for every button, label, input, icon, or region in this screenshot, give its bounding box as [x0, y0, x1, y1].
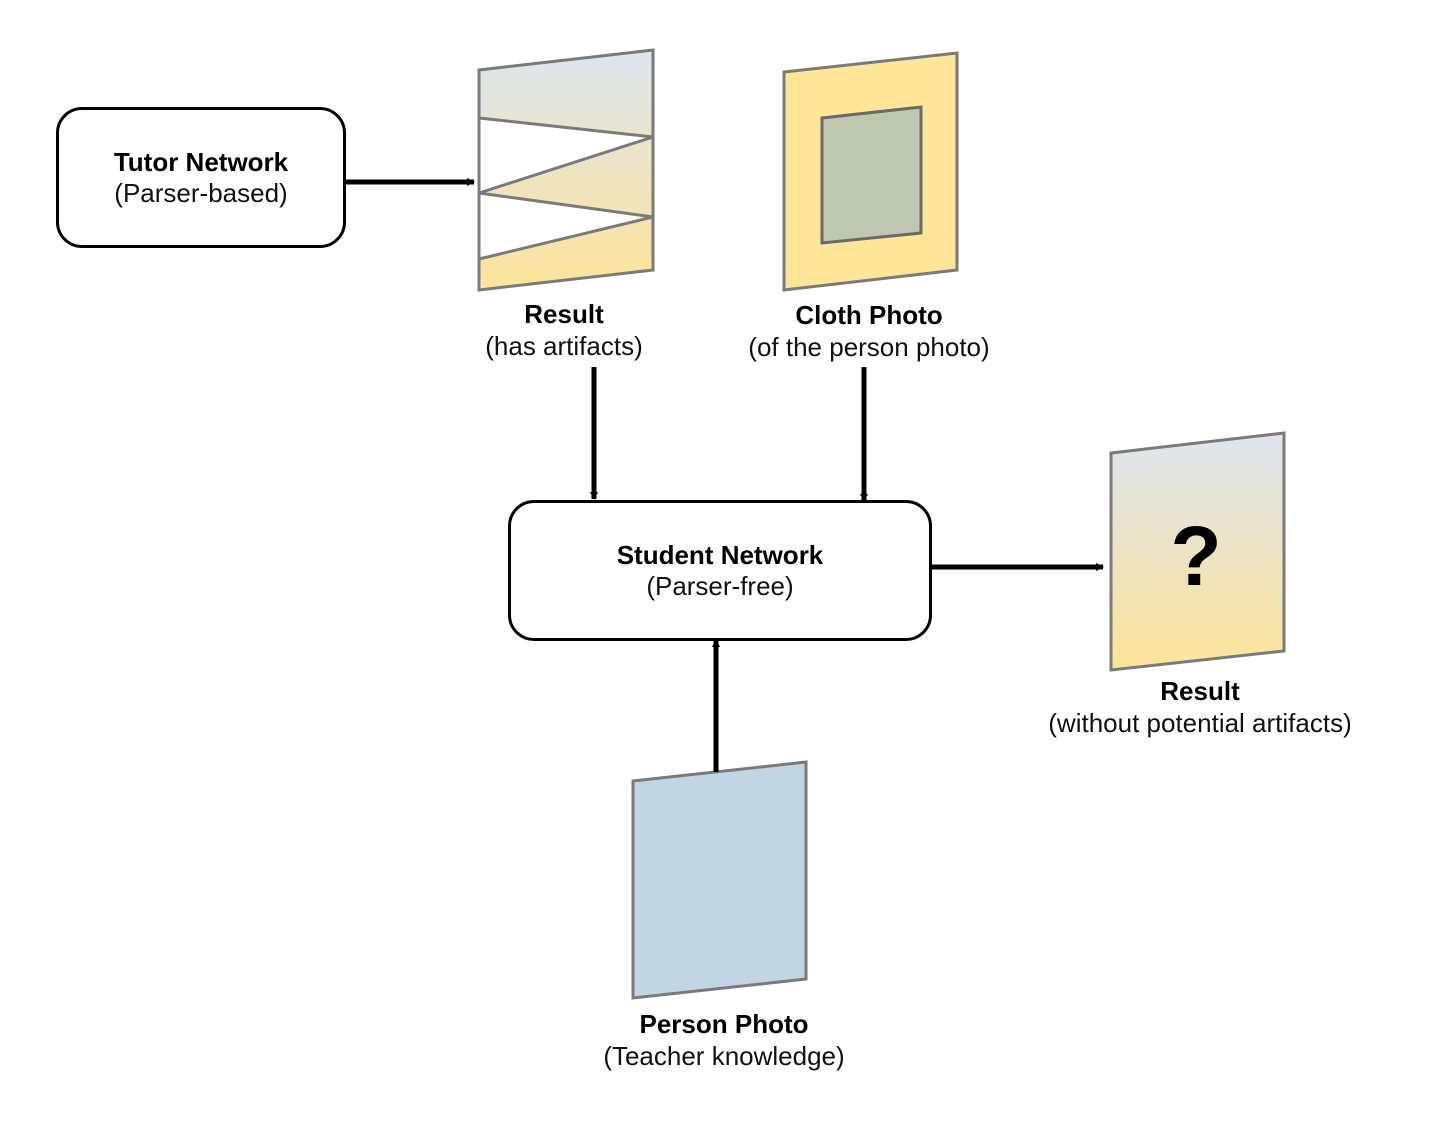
tutor-result-image: [477, 48, 655, 292]
question-mark: ?: [1170, 509, 1222, 603]
person-photo-subtitle: (Teacher knowledge): [603, 1041, 845, 1071]
final-result-subtitle: (without potential artifacts): [1048, 708, 1352, 738]
cloth-photo-label: Cloth Photo (of the person photo): [719, 299, 1019, 363]
person-photo-title: Person Photo: [639, 1009, 809, 1039]
student-network-subtitle: (Parser-free): [646, 570, 794, 601]
person-photo-image: [631, 760, 808, 1000]
student-network-box: Student Network (Parser-free): [508, 500, 932, 641]
tutor-result-title: Result: [524, 299, 604, 329]
final-result-title: Result: [1160, 676, 1240, 706]
tutor-result-label: Result (has artifacts): [444, 298, 684, 362]
tutor-network-box: Tutor Network (Parser-based): [56, 107, 346, 248]
tutor-network-subtitle: (Parser-based): [114, 177, 288, 208]
person-photo-label: Person Photo (Teacher knowledge): [574, 1008, 874, 1072]
tutor-network-title: Tutor Network: [113, 146, 289, 177]
cloth-item: [820, 105, 923, 245]
cloth-photo-title: Cloth Photo: [795, 300, 943, 330]
cloth-photo-subtitle: (of the person photo): [748, 332, 990, 362]
final-result-label: Result (without potential artifacts): [1010, 675, 1390, 739]
final-result-image: [1109, 431, 1286, 672]
cloth-photo-image: [782, 51, 959, 292]
student-network-title: Student Network: [616, 539, 824, 570]
tutor-result-subtitle: (has artifacts): [485, 331, 643, 361]
